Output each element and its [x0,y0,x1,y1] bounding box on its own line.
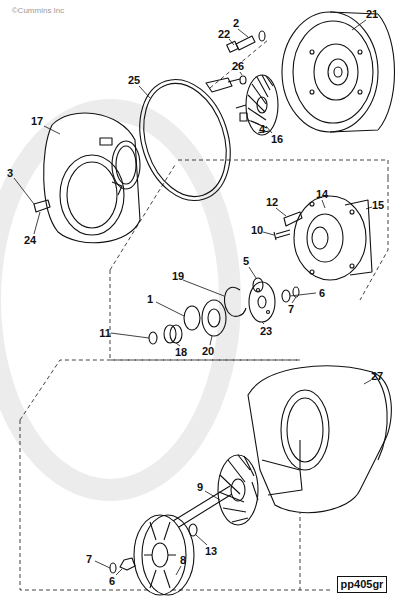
callout-number: 2 [233,18,239,29]
callout-number: 7 [288,304,294,315]
plate [34,200,50,212]
o-ring [184,306,200,330]
watermark-shape [0,110,230,490]
callout-number: 23 [260,326,272,337]
callout-number: 17 [31,116,43,127]
callout-number: 10 [251,225,263,236]
nut [120,558,135,570]
callout-number: 24 [24,235,36,246]
callout-number: 6 [109,576,115,587]
callout-number: 16 [271,134,283,145]
callout-number: 5 [243,256,249,267]
callout-number: 6 [319,288,325,299]
callout-number: 14 [316,189,328,200]
callout-number: 9 [197,482,203,493]
insert [202,300,226,336]
watermark: ©Cummins Inc [12,7,65,15]
v-band-clamp [125,68,245,213]
callout-number: 26 [232,61,244,72]
nut [240,113,247,121]
callout-number: 18 [175,347,187,358]
callout-number: 11 [99,328,111,339]
callout-number: 27 [371,371,383,382]
thrust-bearing [249,282,275,322]
turbine-housing [248,366,391,513]
retaining-ring [224,287,246,316]
callout-number: 25 [128,75,140,86]
piston-ring [149,332,157,344]
callout-number: 13 [205,546,217,557]
ring [240,76,246,84]
ring [110,563,116,573]
compressor-cover [282,12,395,132]
callout-number: 12 [266,197,278,208]
screw [274,230,290,240]
bearing-housing [294,196,372,280]
callout-number: 7 [86,554,92,565]
callout-number: 8 [180,555,186,566]
callout-number: 22 [218,29,230,40]
drawing-code: pp405gr [337,576,388,593]
ring [282,290,290,302]
compressor-wheel [236,75,278,135]
turbine-housing [44,113,140,243]
callout-number: 1 [147,294,153,305]
callout-number: 3 [7,168,13,179]
callout-number: 21 [366,9,378,20]
lock-plate [284,212,302,226]
callout-number: 15 [372,200,384,211]
oil-slinger [164,325,182,343]
bolt [227,31,265,52]
callout-number: 20 [202,346,214,357]
callout-number: 19 [172,271,184,282]
callout-number: 4 [259,124,265,135]
leader-line [14,20,372,575]
heat-shield [134,515,194,595]
